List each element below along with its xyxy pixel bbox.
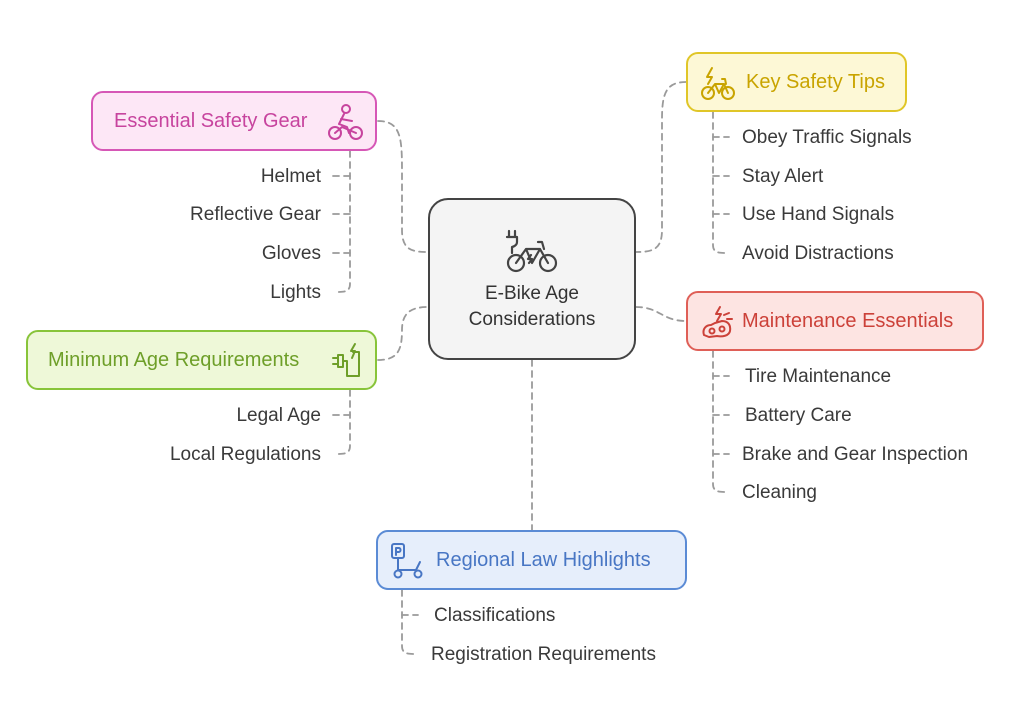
list-item: Reflective Gear xyxy=(190,204,321,225)
branch-minimum-age-requirements[interactable]: Minimum Age Requirements xyxy=(26,330,377,390)
list-item: Classifications xyxy=(434,605,556,626)
branch-title: Essential Safety Gear xyxy=(114,110,308,132)
branch-maintenance-essentials[interactable]: Maintenance Essentials xyxy=(686,291,984,351)
list-item: Cleaning xyxy=(742,482,817,503)
list-item: Legal Age xyxy=(236,405,321,426)
list-item: Local Regulations xyxy=(169,444,321,465)
list-item: Obey Traffic Signals xyxy=(742,127,912,148)
parking-scooter-icon xyxy=(390,542,424,586)
list-item: Avoid Distractions xyxy=(742,243,894,264)
center-title-line-2: Considerations xyxy=(468,309,596,330)
motor-spark-icon xyxy=(700,305,734,347)
list-item: Lights xyxy=(270,282,321,303)
branch-key-safety-tips[interactable]: Key Safety Tips xyxy=(686,52,907,112)
list-item: Battery Care xyxy=(745,405,852,426)
list-item: Gloves xyxy=(261,243,321,264)
branch-title: Key Safety Tips xyxy=(746,71,885,93)
list-item: Brake and Gear Inspection xyxy=(742,444,969,465)
branch-essential-safety-gear[interactable]: Essential Safety Gear xyxy=(91,91,377,151)
branch-regional-law-highlights[interactable]: Regional Law Highlights xyxy=(376,530,687,590)
cyclist-icon xyxy=(327,103,363,147)
center-title: E-Bike Age Considerations xyxy=(469,281,596,332)
list-item: Tire Maintenance xyxy=(745,366,892,387)
branch-title: Regional Law Highlights xyxy=(436,549,651,571)
list-item: Use Hand Signals xyxy=(742,204,895,225)
branch-title: Maintenance Essentials xyxy=(742,310,954,332)
center-title-line-1: E-Bike Age xyxy=(485,283,579,305)
charging-plug-icon xyxy=(331,342,361,386)
list-item: Registration Requirements xyxy=(431,644,656,665)
center-node[interactable]: E-Bike Age Considerations xyxy=(428,198,636,360)
branch-title: Minimum Age Requirements xyxy=(48,349,300,371)
ebike-icon xyxy=(504,225,560,281)
electric-bike-icon xyxy=(700,66,736,108)
list-item: Helmet xyxy=(260,166,321,187)
list-item: Stay Alert xyxy=(742,166,824,187)
